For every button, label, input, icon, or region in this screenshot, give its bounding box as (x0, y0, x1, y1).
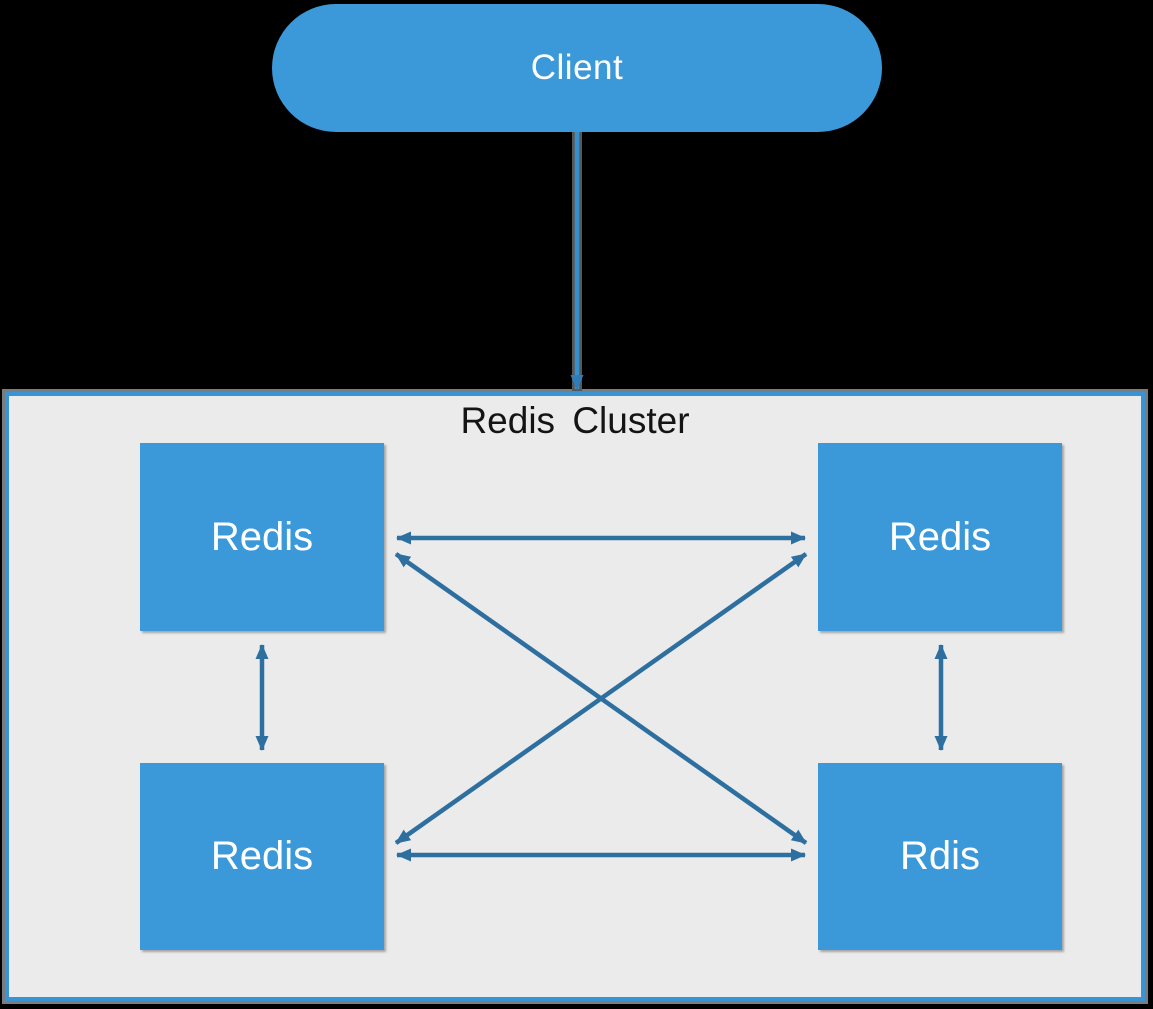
cluster-title: Redis Cluster (460, 400, 690, 441)
redis-node-bottom-right: Rdis (818, 763, 1062, 950)
redis-cluster-container: Redis Cluster Redis Redis Redis Rdis (5, 392, 1145, 1001)
redis-node-top-right: Redis (818, 443, 1062, 631)
redis-node-bottom-right-label: Rdis (899, 834, 981, 878)
redis-node-top-left-label: Redis (210, 514, 314, 559)
redis-node-top-left: Redis (140, 443, 384, 631)
redis-node-bottom-left: Redis (140, 763, 384, 950)
redis-node-bottom-left-label: Redis (210, 834, 314, 878)
client-label: Client (530, 48, 624, 87)
client-node: Client (272, 4, 882, 132)
redis-node-top-right-label: Redis (888, 514, 992, 559)
